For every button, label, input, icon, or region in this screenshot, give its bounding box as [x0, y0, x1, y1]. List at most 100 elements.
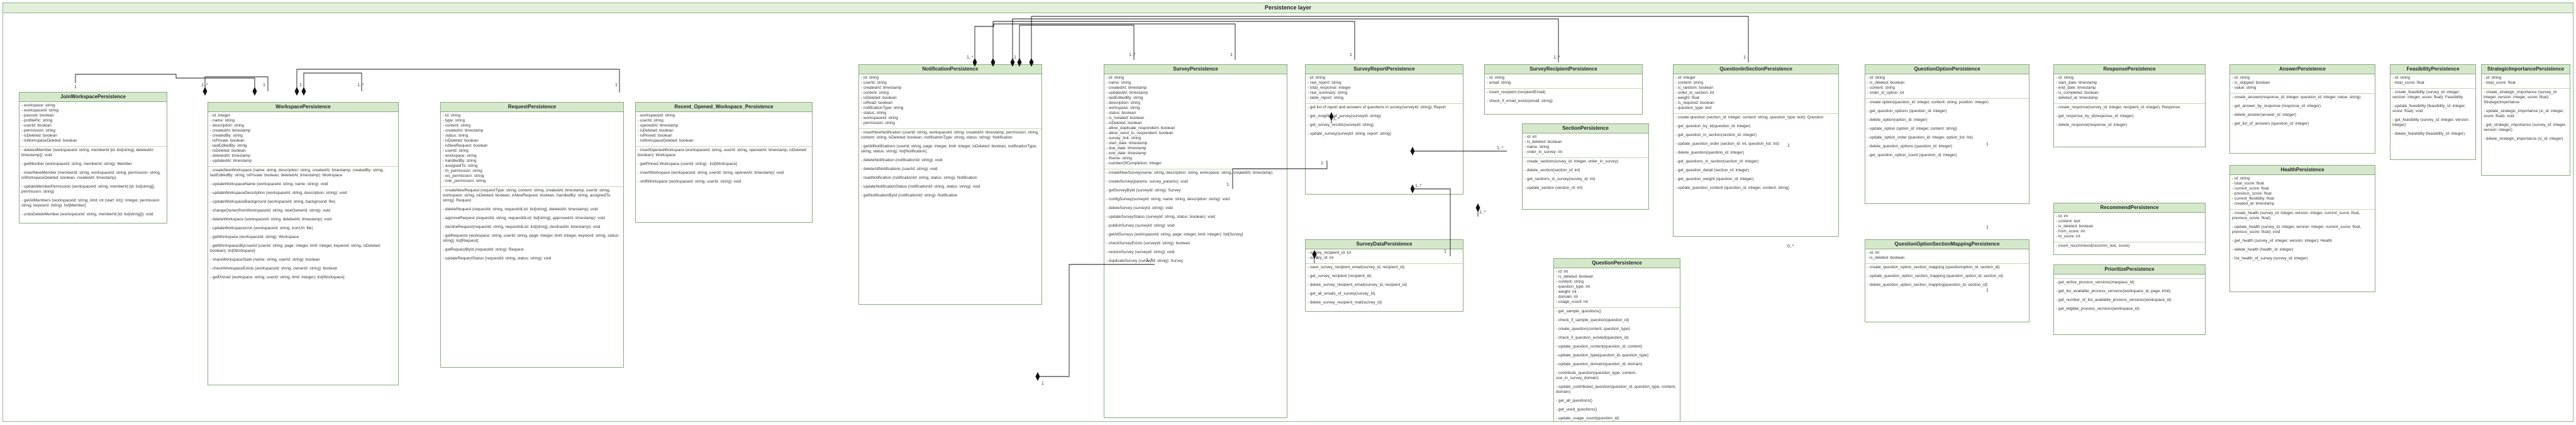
operation-row: - get_question_option_count (question_id…	[1867, 153, 1957, 157]
attribute-compartment: - id: string- name: string- createdAt: t…	[1104, 74, 1287, 169]
operation-row: - delete_strategic_importance (si_id: in…	[2484, 137, 2563, 141]
class-name: NotificationPersistence	[859, 65, 1041, 74]
operation-row: - get_number_of_list_available_process_v…	[2056, 298, 2172, 302]
attribute-row: - is_skipped: boolean	[2232, 81, 2270, 85]
attribute-row: - total_score: float	[2392, 81, 2424, 85]
operation-row: - create_health (survey_id: integer, ver…	[2232, 211, 2360, 220]
operation-row: - create_question(content, question_type…	[1556, 327, 1630, 331]
attribute-row: - is_random: boolean	[1675, 86, 1714, 90]
operation-row: - check_if_question_existed(question_id)	[1556, 336, 1629, 340]
attribute-compartment: - id: string- total_score: float	[2482, 74, 2570, 89]
multiplicity-label: 1	[1986, 142, 1989, 147]
operation-row: - delete_question_option_section_mapping…	[1867, 283, 1988, 287]
operation-row: - get_sample_questions()	[1556, 309, 1602, 314]
attribute-row: - allow_send_to_respondent: boolean	[1106, 131, 1174, 135]
multiplicity-label: 0..*	[1787, 244, 1794, 249]
multiplicity-label: 1..*	[201, 83, 208, 88]
attribute-row: - id: int	[2056, 214, 2068, 218]
operation-row: - updateWorkspaceDescription (workspaceI…	[210, 191, 347, 195]
operation-row: - getAllNotifications (userId: string, p…	[861, 144, 1037, 154]
attribute-row: - id: string	[1307, 76, 1326, 80]
attribute-row: - isPrivate: boolean	[210, 139, 245, 143]
attribute-row: - notificationType: string	[861, 106, 904, 110]
attribute-row: - to_score: int	[2056, 234, 2080, 239]
attribute-compartment: - workspaceId: string- userId: string- o…	[636, 112, 812, 147]
attribute-row: - id: string	[443, 113, 461, 118]
attribute-row: - createdAt: timestamp	[1106, 86, 1147, 90]
attribute-row: - content: string	[1675, 81, 1704, 85]
operation-row: - update_question_order (section_id: int…	[1675, 142, 1780, 146]
attribute-row: - name: string	[210, 118, 235, 123]
operation-row: - update_section (section_id: int)	[1524, 186, 1583, 190]
attribute-row: - allow_duplicate_respondent: boolean	[1106, 126, 1175, 130]
attribute-row: - theme: string	[1106, 156, 1132, 161]
operation-row: - deleteSurvey (surveyId: string): void	[1106, 206, 1173, 210]
class-health-persistence: HealthPersistence- id: string- total_sco…	[2229, 165, 2375, 292]
attribute-row: - permission: string	[861, 121, 895, 125]
operation-row: - get_answer_by_response (response_id: i…	[2232, 104, 2321, 108]
attribute-row: - numberOfCompletion: integer	[1106, 161, 1162, 166]
attribute-row: - is_completed: boolean	[2056, 91, 2099, 95]
attribute-row: - is_deleted: boolean	[2056, 224, 2094, 229]
class-name: Recent_Opened_Workspace_Persistence	[636, 103, 812, 112]
attribute-row: - due_date: timestamp	[1106, 146, 1146, 150]
attribute-compartment: - id: string- total_score: float- curren…	[2230, 175, 2375, 210]
attribute-row: - userId: boolean	[21, 123, 52, 128]
operation-row: - getAllMembers (workspaceId: string, li…	[21, 198, 160, 208]
operation-compartment: - create_strategic_importance (survey_id…	[2482, 89, 2570, 147]
multiplicity-label: 1..*	[357, 83, 364, 88]
attribute-row: - lastEditedBy: string	[210, 144, 247, 148]
operation-row: - createNewRequest (requestType: string,…	[443, 188, 611, 203]
operation-row: - get_all_questions()	[1556, 399, 1592, 403]
attribute-row: - isWorkspaceDeleted: boolean	[21, 139, 77, 143]
operation-compartment: - create_health (survey_id: integer, ver…	[2230, 210, 2375, 267]
attribute-compartment: - id: string- raw_report: string- total_…	[1306, 74, 1463, 104]
operation-compartment: - createNewWorkspace (name: string, desc…	[208, 167, 398, 286]
attribute-row: - status: string	[443, 133, 469, 138]
class-name: SurveyReportPersistence	[1306, 65, 1463, 74]
class-name: FeasibilityPersistence	[2390, 65, 2475, 74]
attribute-row: - id: integer	[1675, 76, 1696, 80]
operation-row: - update_health (survey_id: integer, ver…	[2232, 225, 2362, 234]
attribute-row: - id: string	[2484, 76, 2502, 80]
class-question-in-section-persistence: QuestionInSectionPersistence- id: intege…	[1673, 64, 1839, 237]
attribute-row: - is_deleted: boolean	[1556, 275, 1594, 279]
operation-row: - updateNotificationStatus (notification…	[861, 184, 980, 189]
operation-row: - get list of report and answers of ques…	[1307, 105, 1446, 110]
attribute-row: - workspaceId: string	[638, 113, 675, 118]
class-name: ResponsePersistence	[2054, 65, 2205, 74]
attribute-row: - type: string	[443, 118, 465, 123]
attribute-row: - order_in_survey: int	[1524, 150, 1563, 154]
operation-row: - save_survey_recipient_email(survey_id,…	[1307, 265, 1405, 269]
operation-row: - get_eligible_process_versions(workspac…	[2056, 307, 2140, 311]
multiplicity-label: 1	[1014, 55, 1016, 60]
operation-row: - create_response(survey_id: integer, re…	[2056, 105, 2180, 110]
operation-row: - update_strategic_importance (si_id: in…	[2484, 109, 2564, 118]
multiplicity-label: 1..*	[1333, 117, 1340, 122]
operation-row: - update_option_order (question_id: inte…	[1867, 135, 1974, 140]
operation-row: - get_question_in_section(section_id: in…	[1675, 133, 1757, 137]
class-survey-persistence: SurveyPersistence- id: string- name: str…	[1104, 64, 1287, 418]
attribute-row: - is_deleted: boolean	[1867, 256, 1905, 260]
operation-row: - restoreSurvey (surveyId: string): void	[1106, 250, 1175, 254]
operation-row: - getWorkspace (workspaceId: string): Wo…	[210, 235, 299, 239]
attribute-row: - total_response: integer	[1307, 86, 1351, 90]
attribute-row: - handledBy: string	[443, 159, 477, 163]
attribute-row: - email: string	[1487, 81, 1511, 85]
attribute-row: - weight: float	[1675, 96, 1700, 100]
operation-row: - approveRequest (requestId: string, req…	[443, 216, 605, 220]
multiplicity-label: 1	[74, 85, 77, 89]
attribute-row: - order_in_section: int	[1675, 91, 1714, 95]
attribute-row: - isDeleted: boolean	[210, 149, 246, 153]
operation-row: - create option(question_id: integer, co…	[1867, 100, 1989, 105]
attribute-row: - workspaceId: string	[21, 108, 58, 113]
multiplicity-label: 1	[615, 83, 618, 88]
operation-row: - updateWorkspaceName (workspaceId: stri…	[210, 182, 328, 186]
operation-compartment: - insertNewNotification (userId: string,…	[859, 129, 1041, 204]
multiplicity-label: 1..*	[1146, 258, 1153, 263]
operation-row: - update_question_content(question_id, c…	[1556, 344, 1643, 349]
attribute-row: - from_score: int	[2056, 229, 2085, 234]
multiplicity-label: 1	[1743, 55, 1746, 60]
multiplicity-label: 1..*	[967, 55, 974, 60]
class-request-persistence: RequestPersistence- id: string- type: st…	[440, 102, 624, 368]
